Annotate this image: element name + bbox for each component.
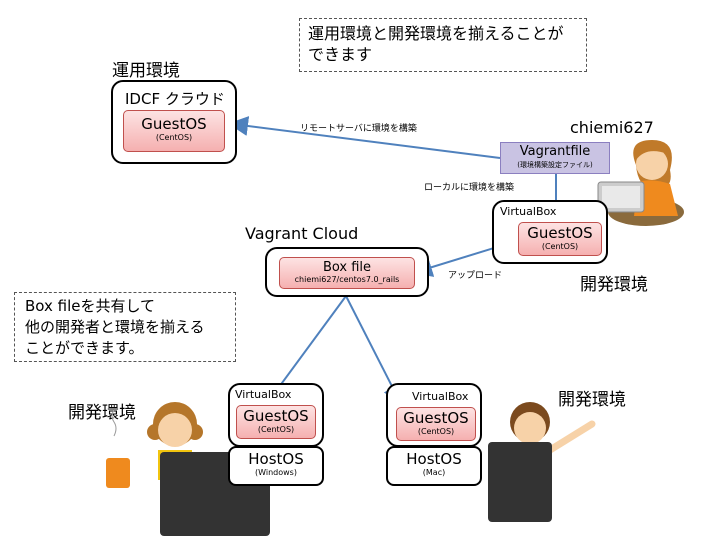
idcf-guestos: GuestOS (CentOS) [123,110,225,152]
share-note-line2: 他の開発者と環境を揃える [25,318,205,336]
local-guestos-label: GuestOS [527,224,593,242]
dev-env-label-right: 開発環境 [558,390,626,410]
local-virtualbox-title: VirtualBox [500,205,557,218]
remote-label: リモートサーバに環境を構築 [300,124,417,134]
vagrantfile-title: Vagrantfile [519,144,591,159]
developer-boy-right-illustration [488,402,596,522]
share-note-line3: ことができます。 [25,339,144,357]
share-note-line1: Box fileを共有して [25,297,156,315]
upload-label: アップロード [448,271,503,281]
dev-right-guestos-label: GuestOS [403,409,469,427]
dev-left-host-label: HostOS [248,450,304,468]
dev-left-guestos: GuestOS (CentOS) [236,405,316,439]
top-note: 運用環境と開発環境を揃えることが できます [299,18,587,72]
dev-left-host-sub: (Windows) [255,468,297,477]
dev-right-guestos-sub: (CentOS) [417,427,455,436]
local-guestos-sub: (CentOS) [541,242,579,251]
share-note: Box fileを共有して 他の開発者と環境を揃える ことができます。 [14,292,236,362]
dev-right-guestos: GuestOS (CentOS) [396,407,476,441]
dev-env-label-right-top: 開発環境 [580,275,648,295]
idcf-title: IDCF クラウド [125,90,225,108]
dev-left-guestos-label: GuestOS [243,407,309,425]
idcf-guestos-label: GuestOS [141,115,207,133]
top-note-line2: できます [308,45,373,64]
vagrant-cloud-box: Box file chiemi627/centos7.0_rails [265,247,429,297]
arrow-to-idcf [228,116,501,159]
local-label: ローカルに環境を構築 [424,183,515,193]
box-file: Box file chiemi627/centos7.0_rails [279,257,415,289]
developer-woman-illustration [597,140,684,226]
dev-left-vm-box: VirtualBox GuestOS (CentOS) [228,383,324,447]
dev-left-host-box: HostOS (Windows) [228,446,324,486]
local-guestos: GuestOS (CentOS) [518,222,602,256]
vagrantfile-box: Vagrantfile (環境構築設定ファイル) [500,142,610,174]
dev-right-vm-box: VirtualBox GuestOS (CentOS) [386,383,482,447]
vagrant-cloud-label: Vagrant Cloud [245,224,359,243]
idcf-guestos-sub: (CentOS) [155,133,193,142]
dev-right-host-sub: (Mac) [422,468,446,477]
box-file-sub: chiemi627/centos7.0_rails [294,275,400,284]
dev-right-vm-title: VirtualBox [412,390,469,403]
dev-left-guestos-sub: (CentOS) [257,425,295,434]
vagrantfile-sub: (環境構築設定ファイル) [517,161,593,169]
dev-env-label-left: 開発環境 [68,403,136,423]
dev-right-host-label: HostOS [406,450,462,468]
user-name: chiemi627 [570,118,654,137]
idcf-cloud-box: IDCF クラウド GuestOS (CentOS) [111,80,237,164]
local-virtualbox-box: VirtualBox GuestOS (CentOS) [492,200,608,264]
top-note-line1: 運用環境と開発環境を揃えることが [308,24,564,43]
box-file-label: Box file [322,260,372,275]
ops-env-label: 運用環境 [112,61,180,81]
dev-left-vm-title: VirtualBox [235,388,292,401]
dev-right-host-box: HostOS (Mac) [386,446,482,486]
